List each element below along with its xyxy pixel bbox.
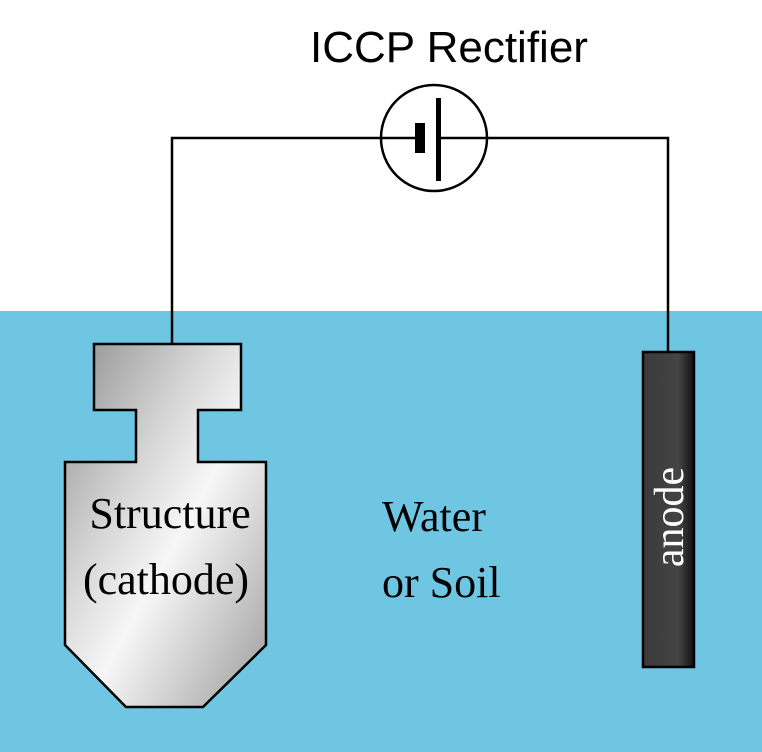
medium-label-line1: Water bbox=[382, 492, 486, 541]
cathode-label: (cathode) bbox=[83, 555, 249, 604]
rectifier-title: ICCP Rectifier bbox=[310, 23, 588, 72]
rectifier-circle bbox=[379, 83, 489, 193]
battery-symbol-icon bbox=[415, 123, 425, 153]
anode-wire bbox=[486, 136, 670, 352]
cathode-wire bbox=[170, 136, 382, 344]
structure-label: Structure bbox=[89, 489, 250, 538]
medium-label-line2: or Soil bbox=[382, 558, 501, 607]
battery-long-plate bbox=[436, 98, 441, 181]
structure-cathode bbox=[63, 342, 268, 709]
rectifier-symbol bbox=[379, 83, 489, 193]
anode-rod bbox=[641, 350, 696, 669]
anode-label: anode bbox=[647, 467, 693, 567]
